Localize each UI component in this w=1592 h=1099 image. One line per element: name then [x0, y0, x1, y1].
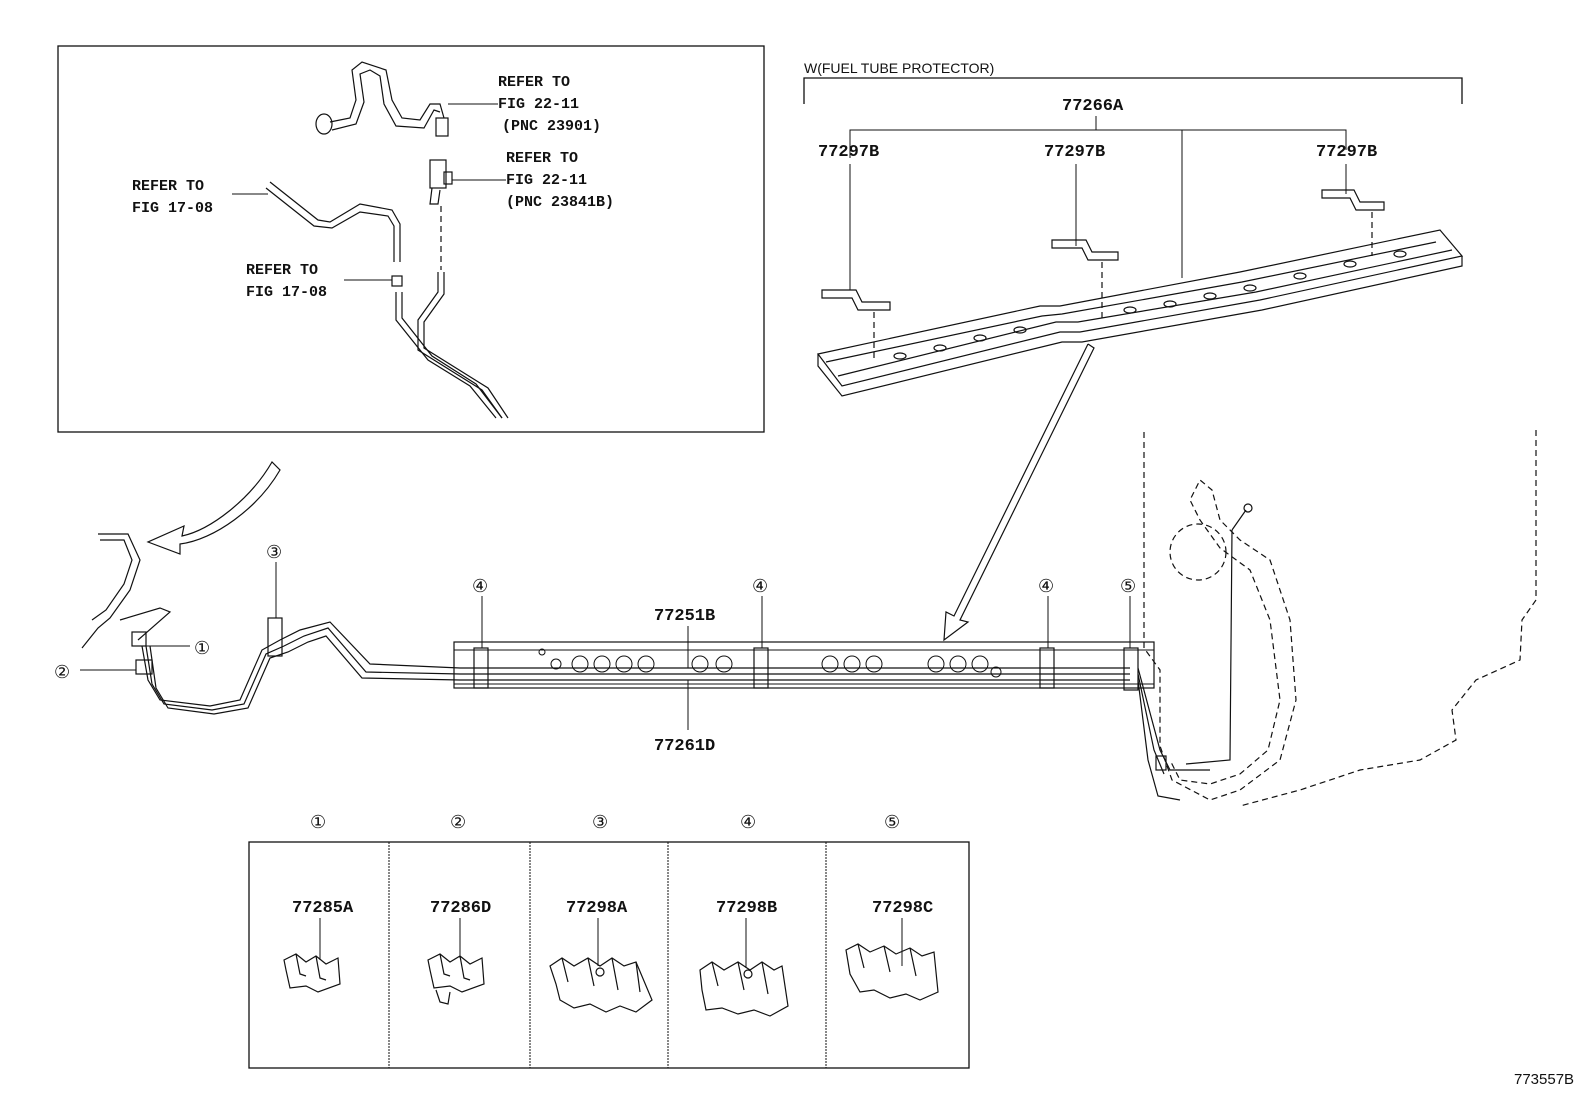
refer-c-line2: FIG 17-08	[132, 200, 213, 217]
marker-4a-label: ④	[472, 576, 488, 596]
legend-part-2: 77286D	[430, 899, 491, 918]
marker-3: ③	[266, 542, 282, 618]
left-pipe-drawing	[265, 181, 503, 419]
legend-part-4: 77298B	[716, 899, 777, 918]
refer-b-line1: REFER TO	[506, 150, 578, 167]
bracket-right	[1321, 189, 1385, 211]
clamp-3	[267, 617, 283, 657]
clip-77298c-drawing	[845, 918, 939, 1001]
refer-b-line3: (PNC 23841B)	[506, 194, 614, 211]
marker-4b-label: ④	[752, 576, 768, 596]
tube-upper-number: 77251B	[654, 607, 715, 626]
inset-detail: REFER TO FIG 22-11 (PNC 23901) REFER TO …	[57, 45, 765, 433]
legend-part-5: 77298C	[872, 899, 933, 918]
refer-a-line1: REFER TO	[498, 74, 570, 91]
refer-c-line1: REFER TO	[132, 178, 204, 195]
legend-header-4: ④	[740, 812, 756, 832]
legend-header-5: ⑤	[884, 812, 900, 832]
bracket-left-number: 77297B	[818, 143, 879, 162]
bracket-left	[821, 289, 891, 311]
pointer-arrow-protector	[943, 343, 1095, 642]
bracket-right-number: 77297B	[1316, 143, 1377, 162]
marker-2: ②	[54, 662, 136, 682]
legend-frame	[248, 841, 970, 1069]
bracket-mid	[1051, 239, 1119, 261]
legend-header-1: ①	[310, 812, 326, 832]
curved-arrow-left	[146, 461, 281, 555]
fuel-tube-protector: W(FUEL TUBE PROTECTOR) 77266A 77297B 772…	[803, 60, 1464, 397]
clip-77298b-drawing	[699, 918, 789, 1017]
figure-id: 773557B	[1514, 1071, 1574, 1088]
connector-drawing	[417, 159, 509, 419]
refer-d-line2: FIG 17-08	[246, 284, 327, 301]
main-protector-rail	[453, 641, 1155, 689]
marker-2-label: ②	[54, 662, 70, 682]
marker-1: ①	[146, 638, 210, 658]
clamp-legend: ① ② ③ ④ ⑤ 77285A 77286D 77298A 77298B 77…	[248, 812, 970, 1069]
marker-1-label: ①	[194, 638, 210, 658]
protector-header: W(FUEL TUBE PROTECTOR)	[804, 60, 994, 76]
clamp-4-a	[473, 647, 489, 689]
refer-b-line2: FIG 22-11	[506, 172, 587, 189]
inset-frame	[57, 45, 765, 433]
bracket-mid-number: 77297B	[1044, 143, 1105, 162]
fuel-hose-drawing	[315, 61, 449, 137]
filler-neck	[81, 533, 141, 649]
marker-4-b: ④	[752, 576, 768, 648]
marker-5: ⑤	[1120, 576, 1136, 648]
refer-d-line1: REFER TO	[246, 262, 318, 279]
marker-4c-label: ④	[1038, 576, 1054, 596]
refer-a-line3: (PNC 23901)	[502, 118, 601, 135]
marker-5-label: ⑤	[1120, 576, 1136, 596]
legend-header-2: ②	[450, 812, 466, 832]
marker-3-label: ③	[266, 542, 282, 562]
clip-77298a-drawing	[549, 918, 653, 1013]
clamp-4-b	[753, 647, 769, 689]
protector-part-number: 77266A	[1062, 97, 1124, 116]
tube-lower-number: 77261D	[654, 737, 715, 756]
clip-77285a-drawing	[283, 918, 341, 993]
clip-77286d-drawing	[427, 918, 485, 1005]
clamp-4-c	[1039, 647, 1055, 689]
legend-part-1: 77285A	[292, 899, 354, 918]
marker-4-c: ④	[1038, 576, 1054, 648]
main-fuel-tube-assembly	[81, 533, 1210, 801]
protector-rail	[816, 229, 1464, 397]
refer-a-line2: FIG 22-11	[498, 96, 579, 113]
fuel-tank-outline	[1143, 430, 1537, 807]
legend-header-3: ③	[592, 812, 608, 832]
clip-1	[131, 631, 147, 647]
marker-4-a: ④	[472, 576, 488, 648]
legend-part-3: 77298A	[566, 899, 628, 918]
